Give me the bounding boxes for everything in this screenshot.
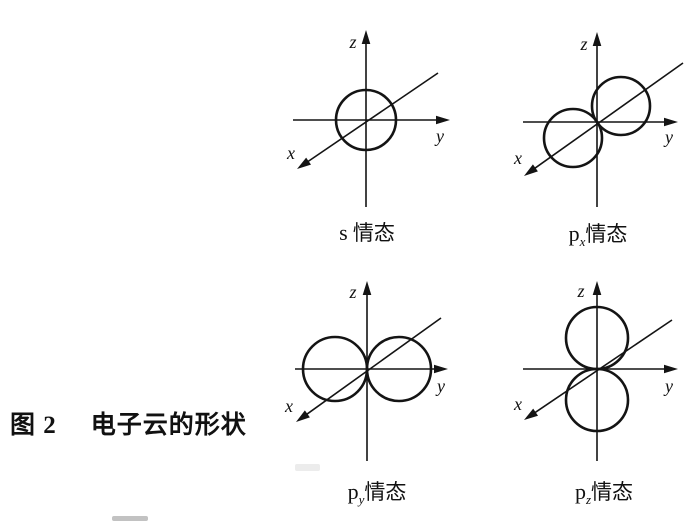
s-lobe-0 — [334, 88, 398, 152]
pz-axis-x-label: x — [514, 394, 522, 414]
caption-px-text: 情态 — [585, 222, 628, 246]
py-x-arrowhead — [296, 410, 310, 422]
figure-number: 图 2 — [10, 412, 57, 439]
caption-py-letter: p — [347, 479, 359, 504]
py-y-arrowhead — [434, 364, 448, 374]
caption-py-state: py情态 — [347, 479, 407, 507]
caption-s-text: 情态 — [347, 221, 395, 245]
s-z-arrowhead — [361, 30, 371, 44]
py-z-arrowhead — [362, 281, 372, 295]
s-x-axis — [304, 72, 439, 165]
py-x-axis — [303, 317, 442, 417]
px-axis-x-label: x — [514, 148, 522, 168]
caption-s-letter: s — [339, 220, 348, 245]
s-axis-x-label: x — [287, 143, 295, 163]
scan-artifact-dash — [295, 464, 320, 471]
pz-x-axis — [531, 319, 673, 416]
px-x-axis — [531, 62, 684, 171]
py-lobe-1 — [365, 335, 433, 403]
s-axis-y-label: y — [436, 126, 444, 146]
caption-pz-state: pz情态 — [574, 479, 634, 507]
caption-pz-text: 情态 — [591, 480, 634, 504]
pz-axis-y-label: y — [665, 376, 673, 396]
py-axis-y-label: y — [437, 376, 445, 396]
pz-z-arrowhead — [592, 281, 602, 295]
caption-s-state: s 情态 — [339, 222, 395, 244]
px-z-arrowhead — [592, 32, 602, 46]
s-x-arrowhead — [297, 157, 311, 169]
caption-py-text: 情态 — [364, 480, 407, 504]
px-lobe-1 — [542, 107, 604, 169]
caption-pz-letter: p — [574, 479, 586, 504]
s-axis-z-label: z — [349, 32, 357, 52]
caption-py-subscript: y — [358, 492, 365, 507]
pz-y-arrowhead — [664, 364, 678, 374]
caption-px-letter: p — [568, 221, 580, 246]
px-axis-z-label: z — [580, 34, 588, 54]
px-lobe-0 — [590, 75, 652, 137]
pz-axis-z-label: z — [577, 281, 585, 301]
pz-x-arrowhead — [524, 408, 539, 420]
px-y-arrowhead — [664, 117, 678, 127]
caption-px-state: px情态 — [568, 221, 628, 249]
s-y-arrowhead — [436, 115, 450, 125]
scan-artifact-smudge — [112, 516, 148, 521]
figure-title: 电子云的形状 — [90, 412, 247, 439]
caption-pz-subscript: z — [585, 492, 592, 507]
py-axis-x-label: x — [285, 396, 293, 416]
py-axis-z-label: z — [349, 282, 357, 302]
px-x-arrowhead — [524, 164, 538, 176]
px-axis-y-label: y — [665, 127, 673, 147]
figure-caption: 图 2 电子云的形状 — [10, 412, 247, 441]
pz-lobe-1 — [564, 367, 630, 433]
caption-px-subscript: x — [579, 234, 586, 249]
